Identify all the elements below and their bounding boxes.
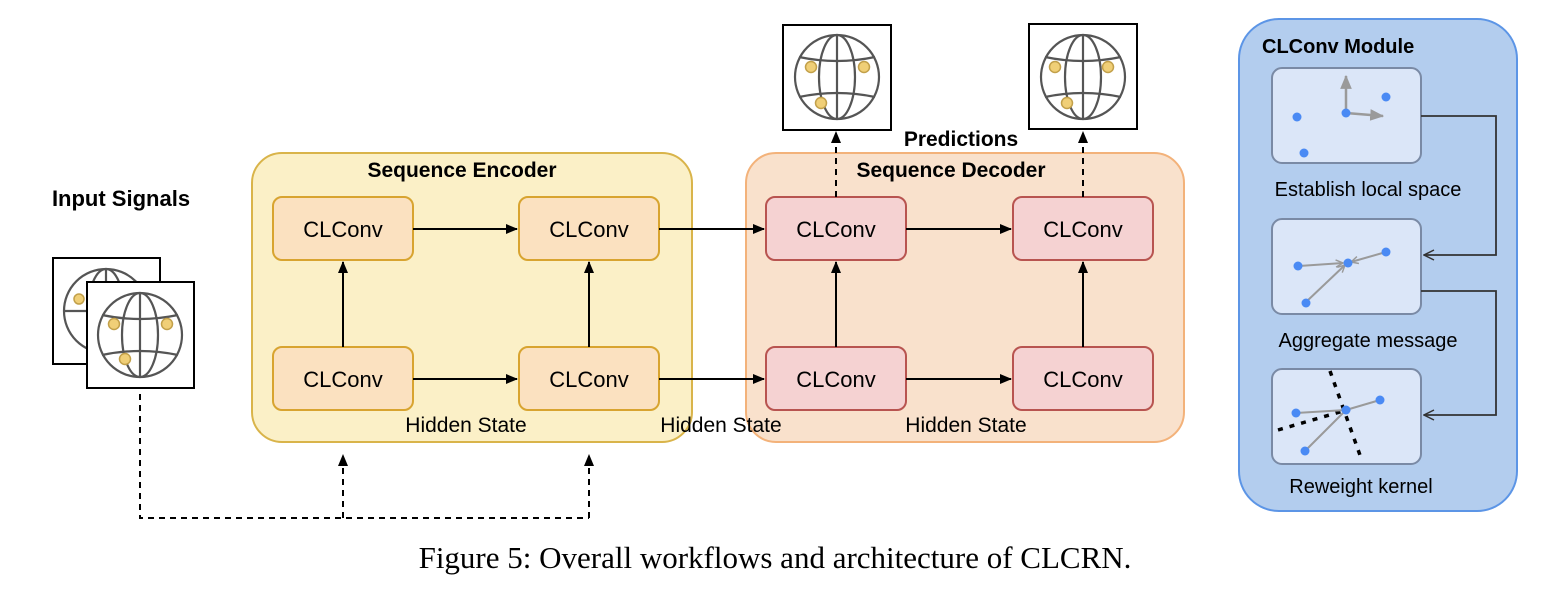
module-flow-arrows: [1421, 115, 1497, 415]
decoder-cell: CLConv: [765, 346, 907, 411]
module-title: CLConv Module: [1262, 36, 1414, 58]
decoder-title: Sequence Decoder: [856, 159, 1045, 182]
svg-text:CLConv: CLConv: [549, 367, 628, 392]
svg-text:CLConv: CLConv: [1043, 217, 1122, 242]
encoder-cell: CLConv: [518, 346, 660, 411]
encoder-cell: CLConv: [272, 346, 414, 411]
reweight-kernel-icon: [1277, 370, 1385, 459]
input-feed-dashed-lines: [139, 394, 594, 519]
step-reweight-kernel-label: Reweight kernel: [1289, 476, 1432, 498]
svg-text:CLConv: CLConv: [549, 217, 628, 242]
prediction-globe-icon: [782, 24, 892, 131]
encoder-cell: CLConv: [518, 196, 660, 261]
svg-text:CLConv: CLConv: [303, 217, 382, 242]
input-globe-front-icon: [86, 281, 195, 389]
prediction-globe-icon: [1028, 23, 1138, 130]
step-establish-local-space-label: Establish local space: [1275, 179, 1462, 201]
predictions-label: Predictions: [904, 128, 1018, 151]
svg-text:CLConv: CLConv: [303, 367, 382, 392]
encoder-arrows: [338, 224, 594, 384]
local-space-axes-icon: [1292, 74, 1391, 158]
decoder-hidden-state-label: Hidden State: [905, 414, 1026, 437]
figure-caption: Figure 5: Overall workflows and architec…: [418, 540, 1132, 575]
decoder-arrows: [659, 224, 1088, 384]
between-hidden-state-label: Hidden State: [660, 414, 781, 437]
encoder-hidden-state-label: Hidden State: [405, 414, 526, 437]
svg-text:CLConv: CLConv: [796, 217, 875, 242]
clcrn-architecture-diagram: Input Signals Sequence Encoder CLConv CL…: [52, 18, 1518, 519]
svg-text:CLConv: CLConv: [796, 367, 875, 392]
decoder-cell: CLConv: [765, 196, 907, 261]
encoder-cell: CLConv: [272, 196, 414, 261]
decoder-cell: CLConv: [1012, 196, 1154, 261]
input-signals-label: Input Signals: [52, 186, 190, 211]
encoder-title: Sequence Encoder: [367, 159, 556, 182]
decoder-cell: CLConv: [1012, 346, 1154, 411]
svg-text:CLConv: CLConv: [1043, 367, 1122, 392]
step-aggregate-message-label: Aggregate message: [1278, 330, 1457, 352]
aggregate-message-icon: [1293, 247, 1391, 308]
